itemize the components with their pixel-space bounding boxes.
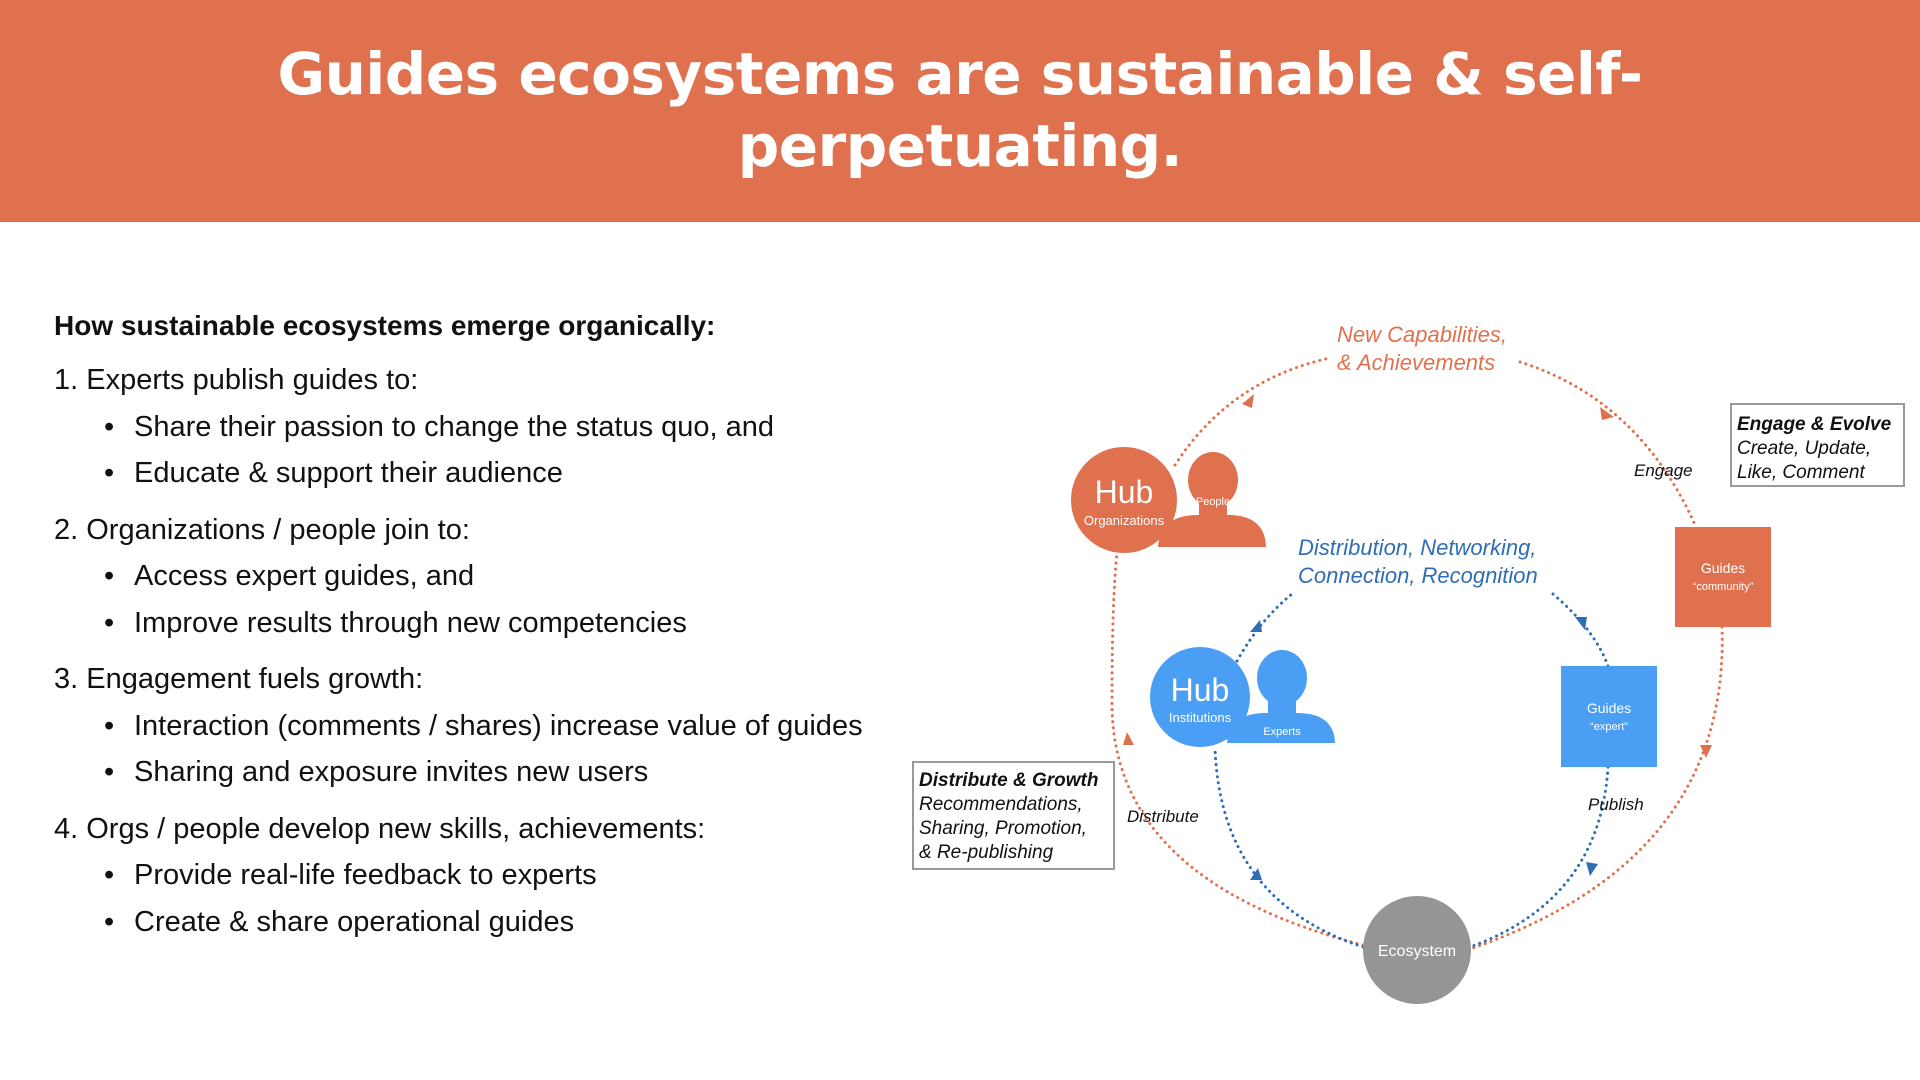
- hub-subtitle: Institutions: [1169, 710, 1232, 725]
- list-item: 3. Engagement fuels growth: Interaction …: [54, 656, 934, 796]
- box-line: & Re-publishing: [919, 842, 1054, 863]
- bullet: Sharing and exposure invites new users: [54, 749, 934, 796]
- box-title: Distribute & Growth: [919, 770, 1098, 791]
- publish-label: Publish: [1588, 795, 1644, 814]
- guides-subtitle: “expert”: [1590, 721, 1628, 733]
- list-item: 2. Organizations / people join to: Acces…: [54, 507, 934, 647]
- arrow-icon: [1250, 620, 1262, 632]
- arrow-icon: [1242, 394, 1254, 408]
- box-line: Recommendations,: [919, 794, 1083, 815]
- distribute-growth-box: Distribute & Growth Recommendations, Sha…: [912, 761, 1115, 870]
- content-list: How sustainable ecosystems emerge organi…: [54, 310, 934, 955]
- hub-institutions-node: Experts Hub Institutions: [1150, 647, 1335, 747]
- list-item-label: 4. Orgs / people develop new skills, ach…: [54, 812, 706, 845]
- engage-evolve-box: Engage & Evolve Create, Update, Like, Co…: [1730, 403, 1905, 487]
- box-title: Engage & Evolve: [1737, 414, 1892, 435]
- ecosystem-node: Ecosystem: [1363, 896, 1471, 1004]
- connector-recognition-to-expert: [1551, 592, 1610, 668]
- arrow-icon: [1700, 745, 1712, 758]
- bullet: Create & share operational guides: [54, 899, 934, 946]
- inner-loop-label: Distribution, Networking,: [1298, 535, 1536, 560]
- list-item-label: 3. Engagement fuels growth:: [54, 663, 424, 695]
- people-label: People: [1196, 496, 1230, 508]
- guides-subtitle: “community”: [1693, 581, 1754, 593]
- hub-subtitle: Organizations: [1084, 513, 1165, 528]
- hub-title: Hub: [1171, 672, 1230, 708]
- experts-label: Experts: [1263, 726, 1301, 738]
- box-line: Like, Comment: [1737, 462, 1865, 483]
- outer-loop-label: & Achievements: [1337, 350, 1495, 375]
- bullet: Improve results through new competencies: [54, 600, 934, 647]
- title-line-2: perpetuating.: [737, 112, 1183, 180]
- connector-community-to-ecosystem: [1468, 625, 1724, 951]
- arrowheads: [1123, 394, 1712, 880]
- hub-title: Hub: [1095, 474, 1154, 510]
- bullet: Provide real-life feedback to experts: [54, 852, 934, 899]
- hub-organizations-node: People Hub Organizations: [1071, 447, 1266, 553]
- box-line: Create, Update,: [1737, 438, 1871, 459]
- guides-community-node: Guides “community”: [1675, 527, 1771, 627]
- connector-capabilities-to-community: [1518, 360, 1698, 529]
- content-heading: How sustainable ecosystems emerge organi…: [54, 310, 716, 341]
- arrow-icon: [1575, 617, 1587, 630]
- inner-loop-label: Connection, Recognition: [1298, 563, 1538, 588]
- title-banner: Guides ecosystems are sustainable & self…: [0, 0, 1920, 222]
- list-item: 1. Experts publish guides to: Share thei…: [54, 357, 934, 497]
- connector-ecosystem-to-inst: [1213, 745, 1365, 949]
- guides-expert-node: Guides “expert”: [1561, 666, 1657, 767]
- guides-title: Guides: [1701, 560, 1745, 576]
- arrow-icon: [1123, 732, 1134, 745]
- person-icon: [1227, 650, 1335, 743]
- bullet: Interaction (comments / shares) increase…: [54, 703, 934, 750]
- connector-hub-to-capabilities: [1173, 356, 1332, 467]
- arrow-icon: [1600, 407, 1614, 420]
- list-item: 4. Orgs / people develop new skills, ach…: [54, 806, 934, 946]
- bullet: Educate & support their audience: [54, 450, 934, 497]
- bullet: Access expert guides, and: [54, 553, 934, 600]
- ecosystem-label: Ecosystem: [1378, 943, 1456, 960]
- list-item-label: 2. Organizations / people join to:: [54, 513, 470, 546]
- title-line-1: Guides ecosystems are sustainable & self…: [277, 40, 1644, 108]
- outer-loop-label: New Capabilities,: [1337, 322, 1507, 347]
- arrow-icon: [1586, 862, 1598, 876]
- connector-inst-to-distribution: [1235, 592, 1294, 663]
- box-line: Sharing, Promotion,: [919, 818, 1087, 839]
- arrow-icon: [1250, 868, 1262, 880]
- guides-title: Guides: [1587, 700, 1631, 716]
- connector-ecosystem-to-hub: [1110, 551, 1365, 947]
- distribute-label: Distribute: [1127, 807, 1199, 826]
- person-icon: [1158, 452, 1266, 547]
- bullet: Share their passion to change the status…: [54, 404, 934, 451]
- page-title: Guides ecosystems are sustainable & self…: [0, 38, 1920, 182]
- list-item-label: 1. Experts publish guides to:: [54, 364, 419, 396]
- engage-label: Engage: [1634, 461, 1693, 480]
- connector-expert-to-ecosystem: [1468, 765, 1610, 949]
